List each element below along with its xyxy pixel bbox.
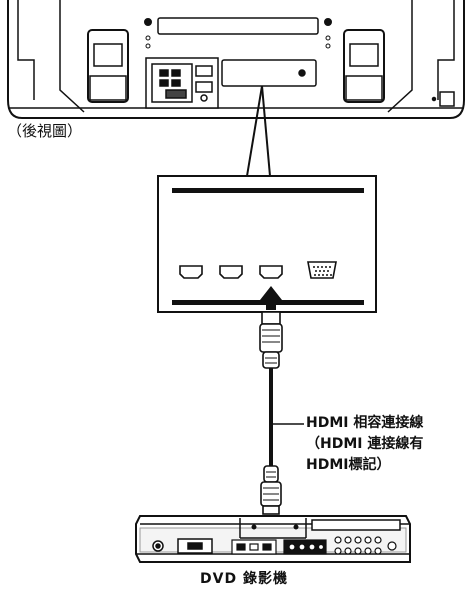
left-handle: [87, 29, 129, 103]
device-label: DVD 錄影機: [200, 571, 288, 587]
tv-hdmi-panel: [221, 59, 317, 87]
callout-lines: [246, 85, 271, 177]
cable-label-line1: HDMI 相容連接線: [306, 415, 424, 431]
hdmi-plug-bottom: [260, 465, 282, 515]
hdmi-port-1: [179, 265, 203, 279]
dvd-hdmi-port: [177, 538, 213, 554]
cable-label-line3: HDMI標記）: [306, 457, 391, 473]
hdmi-port-2: [219, 265, 243, 279]
cable-label-line2: （HDMI 連接線有: [306, 436, 424, 452]
hdmi-port-3: [259, 265, 283, 279]
dvd-recorder: [135, 515, 411, 563]
dvd-misc-ports: [231, 539, 327, 555]
tv-rear-panel: [7, 0, 465, 119]
rear-view-label: （後視圖）: [7, 122, 83, 140]
dvd-power-jack: [152, 540, 164, 552]
hdmi-plug-top: [259, 311, 283, 369]
tv-terminal-cluster: [145, 57, 219, 109]
dvd-av-jacks: [334, 536, 397, 555]
hdmi-cable: [259, 311, 304, 515]
insert-arrow-icon: [260, 286, 282, 310]
tv-side-jack: [431, 91, 455, 107]
enlarged-hdmi-panel: [157, 175, 377, 313]
vga-port: [307, 261, 337, 279]
right-handle: [343, 29, 385, 103]
